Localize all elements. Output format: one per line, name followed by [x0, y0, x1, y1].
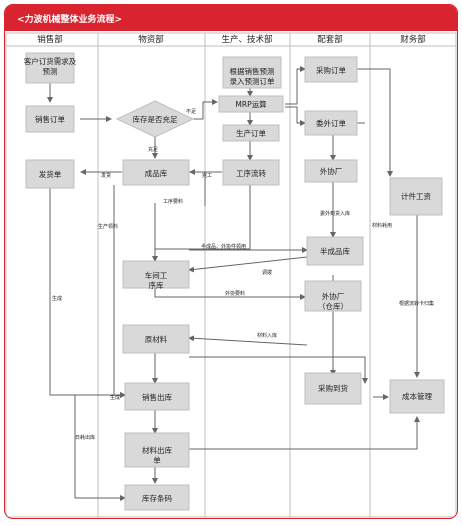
cost-management-label: 成本管理: [402, 391, 432, 401]
edge-label-material-in: 材料入库: [257, 332, 277, 339]
node-forecast-entry: 根据销售预测录入预测订单: [222, 56, 282, 89]
production-order-label: 生产订单: [236, 128, 266, 138]
edge-label-generate: 生成: [52, 295, 62, 302]
edge-label-ship: 发货: [101, 172, 111, 179]
edge-label-daily-outbound: 日耗出库: [75, 434, 95, 441]
stock-check-label: 库存是否充足: [133, 114, 178, 124]
sales-order-label: 销售订单: [35, 114, 65, 124]
process-transfer-label: 工序流转: [236, 168, 266, 178]
raw-material-label: 原材料: [145, 334, 168, 344]
purchase-order-label: 采购订单: [316, 65, 346, 75]
node-purchase-arrival: 采购到货: [304, 372, 362, 405]
forecast-entry-label: 根据销售预测录入预测订单: [230, 66, 275, 86]
node-workshop-store: 车间工序库: [122, 260, 190, 290]
node-mrp: MRP运算: [218, 95, 284, 113]
connectors: [47, 66, 420, 501]
node-cost-management: 成本管理: [389, 379, 445, 414]
semi-finished-label: 半成品库: [320, 246, 350, 256]
edge-label-payroll-basis: 根据流转卡归集: [399, 300, 434, 307]
shipping-order-label: 发货单: [39, 169, 62, 179]
edge-label-outsource-request: 外协要料: [225, 290, 245, 297]
flowchart-frame: <力波机械整体业务流程> 销售部 物资部 生产、技术部 配套部 财务部: [4, 4, 458, 519]
lane-supporting: 配套部: [317, 34, 343, 45]
node-stock-check: 库存是否充足: [115, 100, 195, 138]
node-outsource-factory: 外协厂: [304, 159, 358, 183]
node-piecework-wage: 计件工资: [389, 177, 443, 216]
edge-label-insufficient: 不足: [186, 109, 196, 115]
node-sales-outbound: 销售出库: [124, 382, 190, 411]
lane-production: 生产、技术部: [221, 34, 273, 45]
flowchart-canvas: 销售部 物资部 生产、技术部 配套部 财务部: [5, 32, 457, 518]
node-production-order: 生产订单: [222, 124, 280, 142]
node-material-outbound: 材料出库单: [124, 432, 190, 468]
outsource-order-label: 委外订单: [316, 118, 346, 128]
lane-finance: 财务部: [400, 34, 426, 45]
edge-label-sufficient: 充足: [148, 146, 158, 153]
lane-materials: 物资部: [138, 34, 164, 45]
node-raw-material: 原材料: [122, 324, 190, 354]
node-semi-finished: 半成品库: [306, 236, 364, 266]
title-bar: <力波机械整体业务流程>: [5, 5, 457, 31]
edge-label-generate-2: 生成: [110, 394, 120, 401]
piecework-wage-label: 计件工资: [401, 191, 431, 201]
edge-label-completion: 完工: [202, 172, 212, 179]
node-inventory-barcode: 库存条码: [124, 484, 190, 511]
outsource-factory-label: 外协厂: [320, 166, 343, 176]
node-outsource-warehouse: 外协厂（仓库）: [304, 280, 362, 312]
node-shipping-order: 发货单: [25, 159, 75, 189]
edge-label-semi-outsource: 半成品、外协件领用: [201, 243, 246, 250]
outsource-warehouse-label: 外协厂（仓库）: [318, 291, 348, 311]
node-outsource-order: 委外订单: [304, 110, 358, 136]
purchase-arrival-label: 采购到货: [318, 383, 348, 393]
lane-sales: 销售部: [37, 34, 63, 45]
edge-label-transfer: 调拨: [262, 269, 272, 276]
sales-outbound-label: 销售出库: [142, 392, 172, 402]
customer-order-label: 客户订货需求及预测: [24, 56, 77, 76]
workshop-store-label: 车间工序库: [145, 270, 168, 290]
edge-label-outsource-send: 委外到货入库: [320, 210, 350, 217]
edge-label-material-cost: 材料耗用: [372, 222, 392, 229]
edge-label-production-feed: 生产领料: [98, 223, 118, 230]
inventory-barcode-label: 库存条码: [142, 493, 172, 503]
node-sales-order: 销售订单: [25, 105, 75, 133]
material-outbound-label: 材料出库单: [142, 445, 172, 465]
node-finished-goods: 成品库: [122, 159, 190, 186]
swimlane-grid: [5, 32, 457, 518]
finished-goods-label: 成品库: [145, 168, 168, 178]
mrp-label: MRP运算: [235, 99, 267, 109]
edge-label-process-request: 工序要料: [163, 198, 183, 205]
diagram-title: <力波机械整体业务流程>: [17, 15, 123, 25]
node-purchase-order: 采购订单: [304, 56, 358, 83]
node-process-transfer: 工序流转: [222, 159, 280, 186]
node-customer-order: 客户订货需求及预测: [24, 52, 77, 84]
